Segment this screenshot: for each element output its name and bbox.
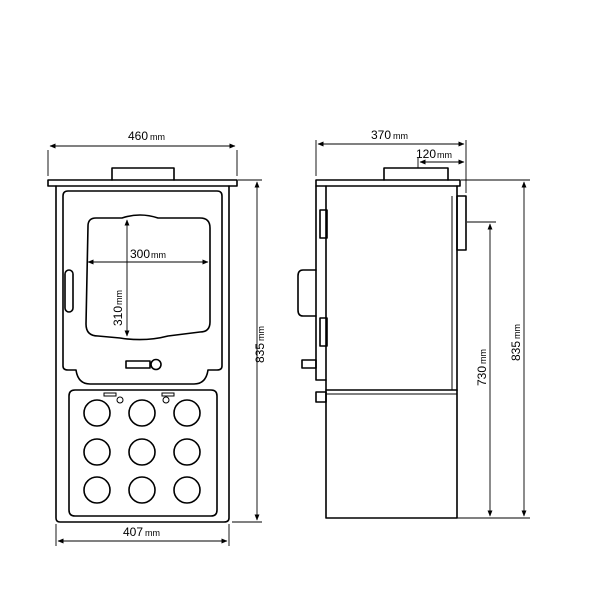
dim-side-height-value: 835 — [509, 341, 523, 361]
front-lug-right — [161, 392, 175, 397]
side-foot — [315, 391, 327, 403]
dim-window-height-value: 310 — [111, 306, 125, 326]
front-rivet-right — [162, 396, 170, 404]
grille-hole — [83, 438, 111, 466]
side-top-plate — [315, 179, 461, 187]
dim-side-height-unit: mm — [512, 324, 522, 339]
dim-flue-height-value: 730 — [475, 366, 489, 386]
front-air-grille — [83, 399, 201, 504]
grille-hole — [83, 399, 111, 427]
front-flue-collar — [111, 167, 175, 181]
front-glass-window — [85, 214, 211, 341]
side-flue-collar — [383, 167, 449, 181]
side-air-knob — [301, 359, 317, 369]
grille-hole — [128, 476, 156, 504]
front-air-knob — [150, 358, 162, 371]
side-door-handle — [297, 269, 317, 317]
side-view — [297, 167, 467, 519]
dim-side-depth-unit: mm — [393, 131, 408, 141]
dim-front-height-value: 835 — [253, 343, 267, 363]
dim-base-width-unit: mm — [145, 528, 160, 538]
dim-window-width-unit: mm — [151, 250, 166, 260]
dim-window-width-value: 300 — [130, 247, 150, 261]
side-rear-flue — [456, 195, 467, 251]
grille-hole — [173, 438, 201, 466]
grille-hole — [128, 438, 156, 466]
dimension-lines: 460 mm 407 mm 835 mm 300 mm 310 mm 370 m… — [47, 128, 530, 546]
grille-hole — [173, 476, 201, 504]
grille-hole — [128, 399, 156, 427]
front-view — [47, 167, 238, 523]
side-door-edge — [315, 185, 327, 381]
dim-base-width-value: 407 — [123, 525, 143, 539]
front-door-handle — [64, 269, 74, 313]
side-lower-body — [325, 389, 458, 519]
side-hinge-top — [319, 209, 328, 239]
front-top-plate — [47, 179, 238, 187]
grille-hole — [83, 476, 111, 504]
dim-front-width-unit: mm — [150, 132, 165, 142]
dim-front-width-value: 460 — [128, 129, 148, 143]
dim-side-depth-value: 370 — [371, 128, 391, 142]
dim-flue-offset-unit: mm — [437, 150, 452, 160]
dim-flue-height-unit: mm — [478, 349, 488, 364]
front-air-slider — [125, 360, 151, 369]
front-door-panel — [62, 190, 223, 385]
grille-hole — [173, 399, 201, 427]
front-body-outline — [55, 185, 230, 523]
dim-flue-offset-value: 120 — [416, 147, 436, 161]
front-ash-panel — [68, 389, 218, 517]
front-rivet-left — [116, 396, 124, 404]
side-hinge-bottom — [319, 317, 328, 347]
side-upper-body — [325, 185, 458, 391]
dim-front-height-unit: mm — [256, 326, 266, 341]
dim-window-height-unit: mm — [114, 290, 124, 305]
front-lug-left — [103, 392, 117, 397]
